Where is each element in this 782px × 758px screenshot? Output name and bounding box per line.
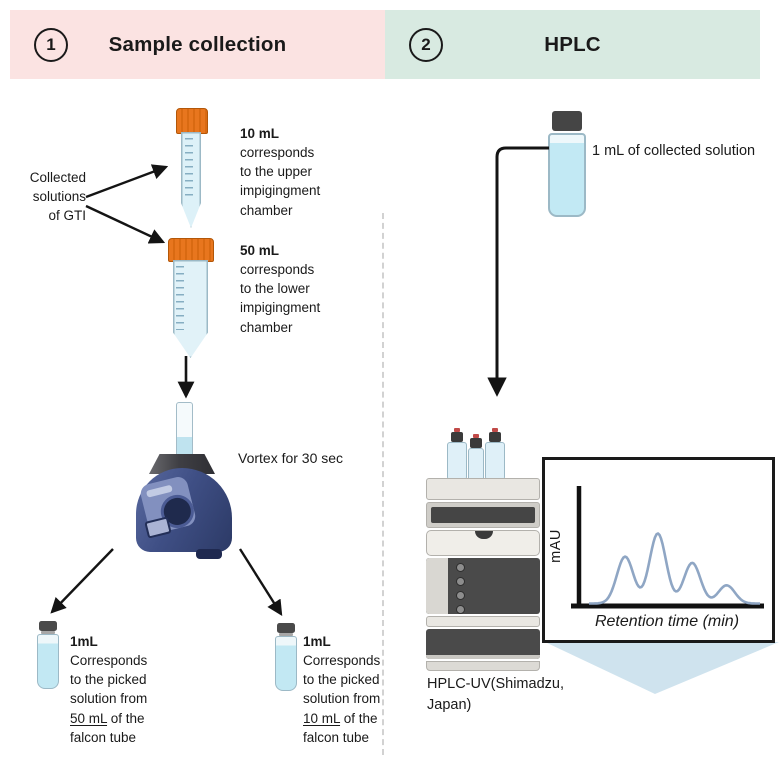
falcon-tube-10ml-icon [174,108,208,230]
gti-line: Collected [29,170,86,185]
hplc-module [426,478,540,500]
label-line: to the picked [303,672,380,688]
label-line: Corresponds [70,653,148,669]
down-chevron-icon [545,642,779,694]
vial-10ml-label: 1mL Corresponds to the picked solution f… [303,632,380,747]
gti-source-label: Collected solutions of GTI [6,168,86,225]
hplc-module [426,502,540,528]
hplc-module [426,558,540,614]
hplc-module [426,530,540,556]
label-line: to the picked [70,672,147,688]
tube-10ml-label: 10 mL corresponds to the upper impigingm… [240,124,320,220]
arrow-vial-to-hplc [487,146,549,397]
step2-title: HPLC [544,32,601,56]
label-line: chamber [240,202,293,218]
vial-body [548,133,586,217]
label-line: Japan) [427,696,472,713]
collected-solution-label: 1 mL of collected solution [592,143,756,159]
vial-10ml-pick-icon [274,623,298,691]
falcon-tube-50ml-icon [168,238,214,358]
vortex-foot [196,549,222,559]
vial-body [275,636,297,691]
collected-solution-vial-icon [548,111,586,217]
volume-text: 1mL [303,634,331,649]
vial-50ml-pick-icon [36,621,60,689]
label-line: corresponds [240,145,315,161]
hplc-base [426,661,540,671]
tube-body [173,260,208,358]
label-line: falcon tube [70,729,137,745]
step1-number-badge: 1 [34,27,68,62]
label-line: solution from [303,691,381,707]
label-line: chamber [240,319,293,335]
label-line: to the lower [240,281,310,297]
vial-collar [279,633,293,636]
arrow-to-right-vial [238,548,283,616]
vortex-holder [149,454,215,474]
tube-cap-icon [168,238,214,262]
tube-body [181,132,201,228]
vial-cap-icon [277,623,295,633]
solvent-bottle-icon [447,428,467,480]
hplc-module [426,629,540,659]
label-line: impigingment [240,300,321,316]
chromatogram-curve [589,532,760,605]
volume-text: 50 mL [240,243,280,258]
volume-text: 10 mL [240,126,280,141]
label-line: HPLC-UV(Shimadzu, [427,676,564,692]
dashed-divider [382,213,384,755]
label-line: 10 mL of the [303,709,380,728]
chromatogram-panel: mAU Retention time (min) [542,457,775,643]
step2-banner: 2 HPLC [385,10,760,79]
tube-cap-icon [176,108,208,134]
volume-text: 1mL [70,634,98,649]
gti-line: solutions [32,189,86,205]
hplc-instrument-icon [424,428,544,672]
y-axis-label: mAU [547,529,564,563]
arrow-to-50ml-tube [85,204,166,244]
arrow-to-10ml-tube [85,164,169,199]
label-line: corresponds [240,262,315,278]
vial-cap-icon [39,621,57,631]
label-line: of the [340,710,378,726]
label-line: to the upper [240,164,313,180]
vortex-label: Vortex for 30 sec [238,450,344,466]
gti-line: of GTI [48,208,86,224]
hplc-instrument-label: HPLC-UV(Shimadzu, Japan) [427,674,564,715]
underlined-volume: 50 mL [70,710,108,726]
hplc-module [426,616,540,627]
vial-collar [41,631,55,634]
label-line: 50 mL of the [70,709,147,728]
label-line: impigingment [240,183,321,199]
vial-body [37,634,59,689]
arrow-to-left-vial [50,548,114,614]
x-axis-label: Retention time (min) [594,613,740,630]
step1-banner: 1 Sample collection [10,10,385,79]
underlined-volume: 10 mL [303,710,341,726]
solvent-bottle-icon [468,434,484,482]
label-line: falcon tube [303,729,370,745]
tube-graduations [185,138,193,198]
solvent-bottle-icon [485,428,505,480]
label-line: of the [107,710,145,726]
step1-title: Sample collection [108,32,287,56]
tube-50ml-label: 50 mL corresponds to the lower impigingm… [240,241,320,337]
chromatogram-plot [571,486,764,609]
tube-graduations [176,266,184,330]
step2-number-badge: 2 [409,27,443,62]
vial-50ml-label: 1mL Corresponds to the picked solution f… [70,632,147,747]
label-line: solution from [70,691,148,707]
vial-cap-icon [552,111,582,131]
label-line: Corresponds [303,653,381,669]
